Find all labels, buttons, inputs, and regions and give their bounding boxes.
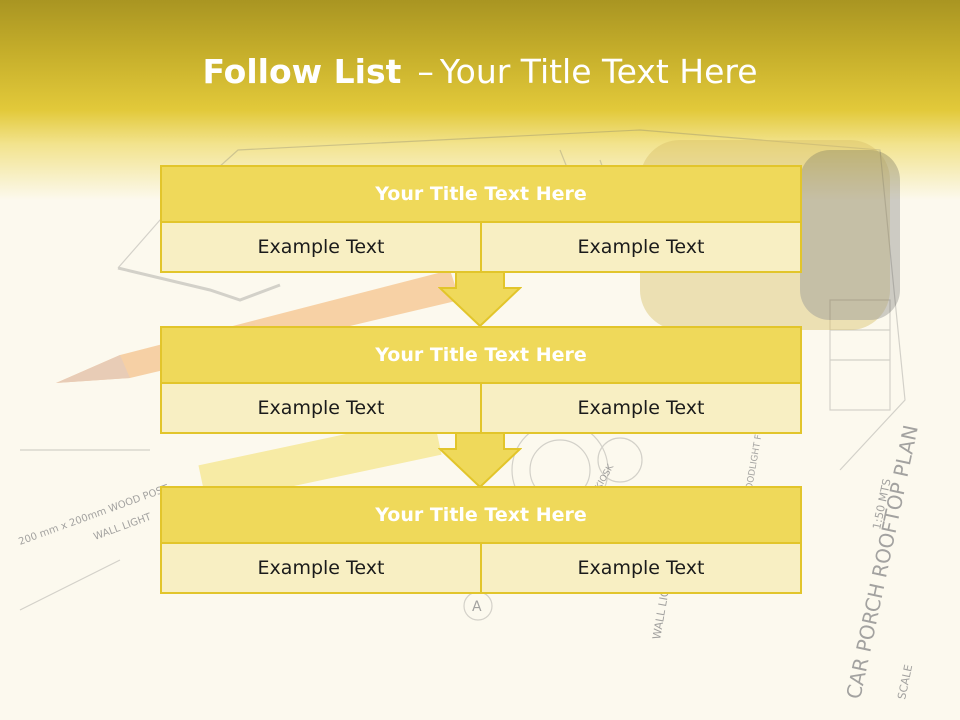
step-cell-right: Example Text: [482, 544, 802, 594]
down-arrow-icon: [438, 431, 522, 489]
step-cell-left: Example Text: [160, 544, 482, 594]
slide-title: Follow List–Your Title Text Here: [0, 52, 960, 91]
step-row: Example Text Example Text: [160, 223, 802, 273]
blueprint-label: CAR PORCH ROOFTOP PLAN: [841, 423, 923, 701]
step-block-2: Your Title Text Here Example Text Exampl…: [160, 326, 802, 434]
step-cell-left: Example Text: [160, 223, 482, 273]
step-block-1: Your Title Text Here Example Text Exampl…: [160, 165, 802, 273]
step-row: Example Text Example Text: [160, 384, 802, 434]
title-dash: –: [417, 52, 434, 91]
blueprint-label: SCALE: [895, 663, 915, 700]
step-row: Example Text Example Text: [160, 544, 802, 594]
step-title: Your Title Text Here: [160, 165, 802, 223]
down-arrow-icon: [438, 270, 522, 328]
step-title: Your Title Text Here: [160, 486, 802, 544]
blueprint-label: A: [472, 599, 482, 615]
step-title: Your Title Text Here: [160, 326, 802, 384]
title-bold: Follow List: [202, 52, 402, 91]
step-block-3: Your Title Text Here Example Text Exampl…: [160, 486, 802, 594]
step-cell-right: Example Text: [482, 223, 802, 273]
title-rest: Your Title Text Here: [439, 52, 758, 91]
step-cell-left: Example Text: [160, 384, 482, 434]
step-cell-right: Example Text: [482, 384, 802, 434]
